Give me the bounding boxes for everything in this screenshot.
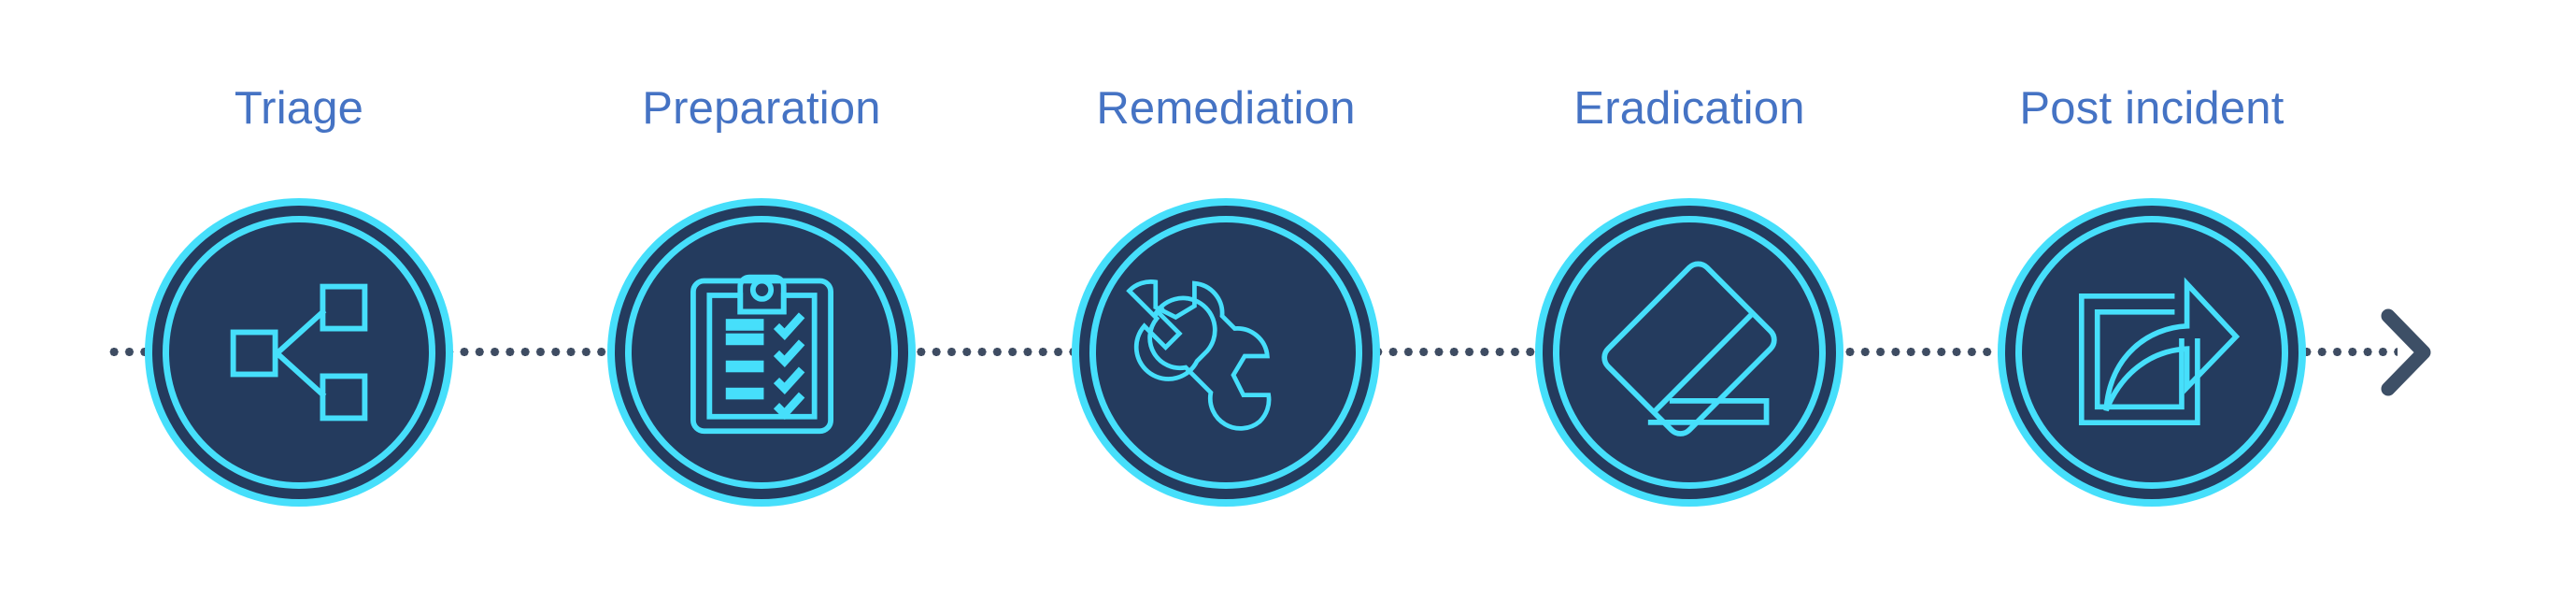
badge-disc xyxy=(2022,222,2282,482)
step-badge-triage[interactable] xyxy=(145,198,453,507)
flow-end-chevron-icon xyxy=(2373,301,2439,404)
step-badge-preparation[interactable] xyxy=(607,198,916,507)
share-nodes-icon xyxy=(169,222,429,482)
wrench-icon xyxy=(1096,222,1356,482)
process-step-preparation[interactable]: Preparation xyxy=(593,0,930,601)
process-step-remediation[interactable]: Remediation xyxy=(1058,0,1394,601)
process-step-post-incident[interactable]: Post incident xyxy=(1984,0,2320,601)
badge-disc xyxy=(1096,222,1356,482)
step-badge-eradication[interactable] xyxy=(1535,198,1843,507)
step-label-eradication: Eradication xyxy=(1573,83,1805,134)
process-step-eradication[interactable]: Eradication xyxy=(1521,0,1857,601)
process-step-triage[interactable]: Triage xyxy=(131,0,467,601)
clipboard-checklist-icon xyxy=(632,222,891,482)
step-label-remediation: Remediation xyxy=(1096,83,1356,134)
share-export-icon xyxy=(2022,222,2282,482)
badge-disc xyxy=(169,222,429,482)
badge-disc xyxy=(632,222,891,482)
step-label-preparation: Preparation xyxy=(642,83,881,134)
step-label-post-incident: Post incident xyxy=(2019,83,2284,134)
step-badge-post-incident[interactable] xyxy=(1998,198,2306,507)
step-label-triage: Triage xyxy=(234,83,364,134)
step-badge-remediation[interactable] xyxy=(1072,198,1380,507)
eraser-icon xyxy=(1559,222,1819,482)
